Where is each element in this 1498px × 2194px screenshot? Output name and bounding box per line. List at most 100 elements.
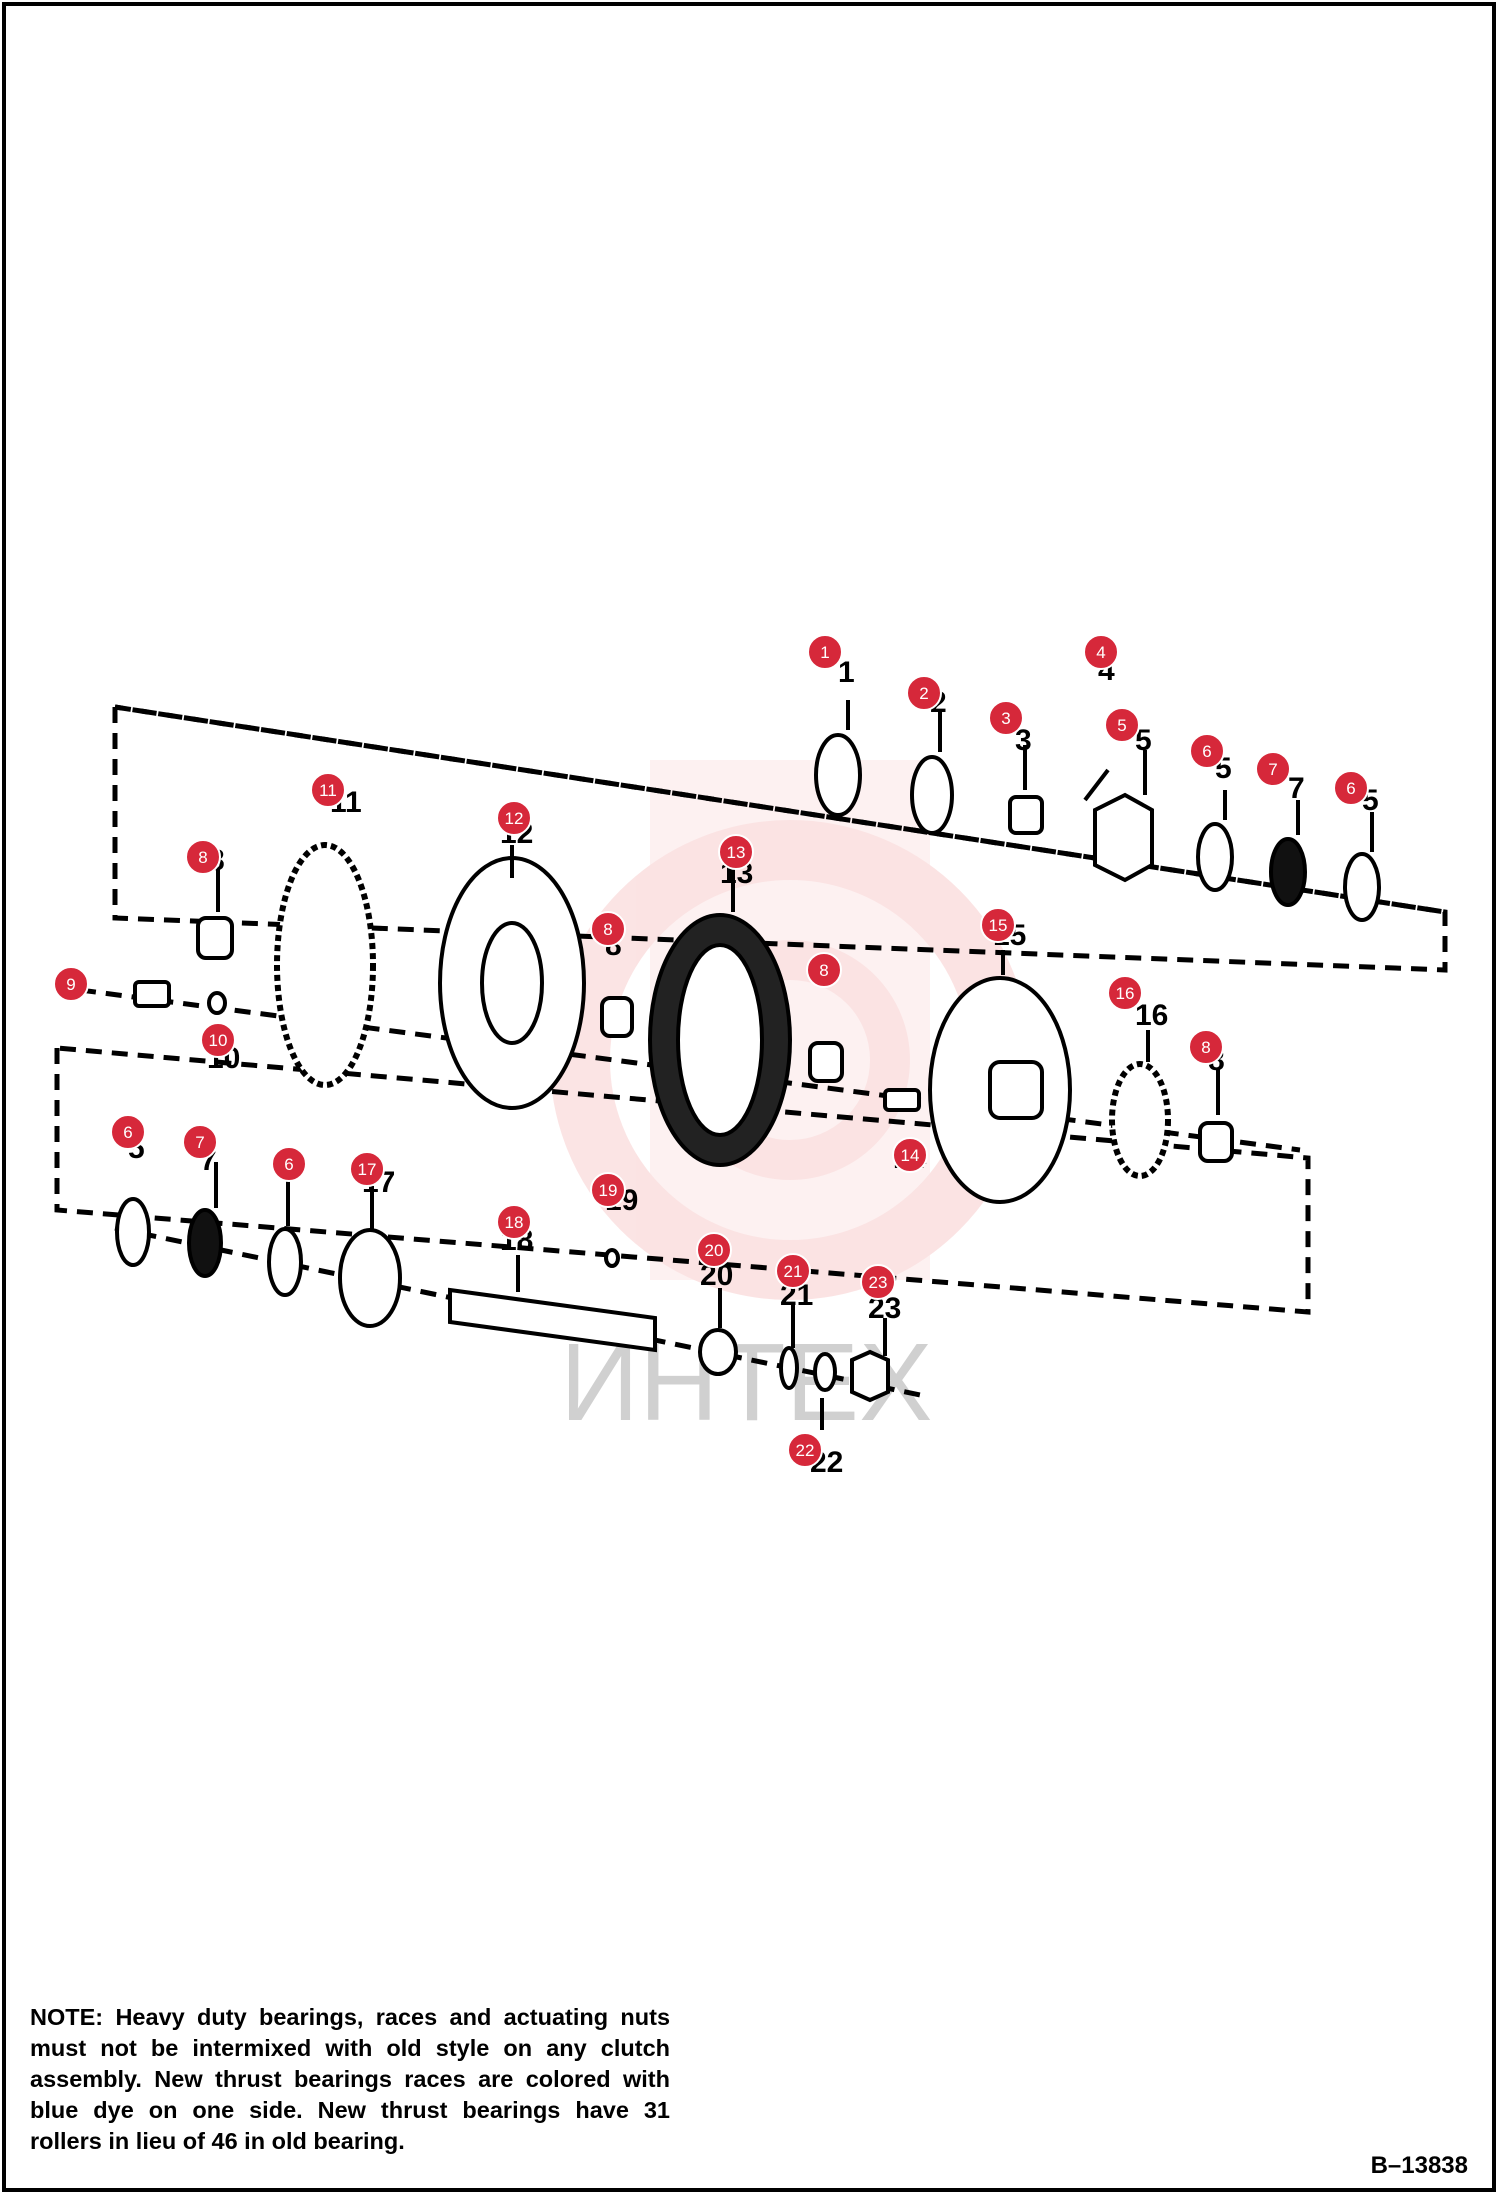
part-2-bearing bbox=[910, 755, 954, 835]
part-21-washer bbox=[779, 1346, 799, 1390]
callout-7: 7 bbox=[1255, 751, 1291, 787]
svg-text:21: 21 bbox=[784, 1262, 803, 1281]
svg-text:14: 14 bbox=[901, 1146, 920, 1165]
part-8-bushing-b bbox=[600, 996, 634, 1038]
svg-text:8: 8 bbox=[1201, 1038, 1210, 1057]
svg-text:18: 18 bbox=[505, 1213, 524, 1232]
part-number: 16 bbox=[1135, 999, 1168, 1032]
callout-6: 6 bbox=[1189, 733, 1225, 769]
part-6-race-d bbox=[267, 1227, 303, 1297]
part-6-race-c bbox=[115, 1197, 151, 1267]
callout-3: 3 bbox=[988, 700, 1024, 736]
part-11-sprocket bbox=[274, 842, 376, 1088]
part-10-washer bbox=[207, 991, 227, 1015]
callout-1: 1 bbox=[807, 634, 843, 670]
part-14-bolt bbox=[883, 1088, 921, 1112]
svg-text:2: 2 bbox=[919, 684, 928, 703]
callout-5: 5 bbox=[1104, 707, 1140, 743]
svg-text:10: 10 bbox=[209, 1031, 228, 1050]
callout-10: 10 bbox=[200, 1022, 236, 1058]
callout-14: 14 bbox=[892, 1137, 928, 1173]
callout-19: 19 bbox=[590, 1172, 626, 1208]
callout-8d: 8 bbox=[1188, 1029, 1224, 1065]
note-text: NOTE: Heavy duty bearings, races and act… bbox=[30, 2002, 670, 2157]
callout-badges: 1 2 3 4 5 6 7 6 8 11 12 13 8 9 10 8 15 1… bbox=[53, 634, 1369, 1468]
part-number: 1 bbox=[838, 656, 855, 689]
callout-9: 9 bbox=[53, 966, 89, 1002]
part-number: 7 bbox=[1288, 772, 1305, 805]
svg-text:6: 6 bbox=[1346, 779, 1355, 798]
callout-23: 23 bbox=[860, 1264, 896, 1300]
svg-text:16: 16 bbox=[1116, 984, 1135, 1003]
svg-text:11: 11 bbox=[319, 781, 337, 800]
svg-text:6: 6 bbox=[123, 1123, 132, 1142]
part-17-cam bbox=[338, 1228, 402, 1328]
svg-text:17: 17 bbox=[358, 1160, 377, 1179]
part-5-nut bbox=[1093, 792, 1154, 883]
svg-text:23: 23 bbox=[869, 1273, 888, 1292]
part-number: 3 bbox=[1015, 724, 1032, 757]
part-20-bushing bbox=[698, 1328, 738, 1376]
leader-lines bbox=[214, 700, 1374, 1430]
svg-text:3: 3 bbox=[1001, 709, 1010, 728]
svg-text:6: 6 bbox=[284, 1155, 293, 1174]
callout-11: 11 bbox=[310, 772, 346, 808]
part-19-pin bbox=[604, 1248, 620, 1268]
callout-8a: 8 bbox=[185, 839, 221, 875]
part-23-nut bbox=[850, 1349, 890, 1403]
callout-2: 2 bbox=[906, 675, 942, 711]
exploded-parts bbox=[115, 733, 1381, 1403]
part-number: 5 bbox=[1135, 724, 1152, 757]
note-label: NOTE: bbox=[30, 2004, 104, 2030]
svg-text:8: 8 bbox=[819, 961, 828, 980]
svg-text:6: 6 bbox=[1202, 742, 1211, 761]
callout-13: 13 bbox=[718, 834, 754, 870]
svg-text:7: 7 bbox=[195, 1133, 204, 1152]
callout-21: 21 bbox=[775, 1253, 811, 1289]
callout-4: 4 bbox=[1083, 634, 1119, 670]
part-13-inner bbox=[676, 943, 764, 1137]
callout-17: 17 bbox=[349, 1151, 385, 1187]
svg-text:8: 8 bbox=[198, 848, 207, 867]
callout-20: 20 bbox=[696, 1232, 732, 1268]
part-7-thrust-bearing-b bbox=[187, 1208, 223, 1278]
callout-18: 18 bbox=[496, 1204, 532, 1240]
svg-text:22: 22 bbox=[796, 1441, 815, 1460]
callout-6b: 6 bbox=[1333, 770, 1369, 806]
part-16-sprocket bbox=[1109, 1061, 1171, 1179]
callout-6d: 6 bbox=[271, 1146, 307, 1182]
callout-16: 16 bbox=[1107, 975, 1143, 1011]
svg-text:1: 1 bbox=[820, 643, 829, 662]
figure-reference: B–13838 bbox=[1370, 2152, 1468, 2179]
svg-text:7: 7 bbox=[1268, 760, 1277, 779]
part-6-race bbox=[1196, 822, 1234, 892]
part-6-race-b bbox=[1343, 852, 1381, 922]
svg-text:19: 19 bbox=[599, 1181, 618, 1200]
part-8-bushing-c bbox=[808, 1041, 844, 1083]
part-3-bushing bbox=[1008, 795, 1044, 835]
callout-12: 12 bbox=[496, 800, 532, 836]
callout-6c: 6 bbox=[110, 1114, 146, 1150]
svg-text:5: 5 bbox=[1117, 716, 1126, 735]
part-12-hub-inner bbox=[480, 921, 544, 1045]
note-body: Heavy duty bearings, races and actuating… bbox=[30, 2004, 671, 2154]
part-15-boss bbox=[988, 1060, 1044, 1120]
callout-8c: 8 bbox=[806, 952, 842, 988]
part-8-bushing-a bbox=[196, 916, 234, 960]
svg-text:9: 9 bbox=[66, 975, 75, 994]
part-1-retainer bbox=[814, 733, 862, 817]
part-18-shaft bbox=[448, 1287, 657, 1353]
callout-22: 22 bbox=[787, 1432, 823, 1468]
callout-7b: 7 bbox=[182, 1124, 218, 1160]
svg-text:8: 8 bbox=[603, 920, 612, 939]
part-8-bushing-d bbox=[1198, 1121, 1234, 1163]
svg-text:4: 4 bbox=[1096, 643, 1105, 662]
callout-15: 15 bbox=[980, 907, 1016, 943]
part-7-thrust-bearing bbox=[1269, 837, 1307, 907]
callout-8b: 8 bbox=[590, 911, 626, 947]
part-22-washer bbox=[813, 1352, 837, 1392]
svg-text:15: 15 bbox=[989, 916, 1008, 935]
svg-text:20: 20 bbox=[705, 1241, 724, 1260]
